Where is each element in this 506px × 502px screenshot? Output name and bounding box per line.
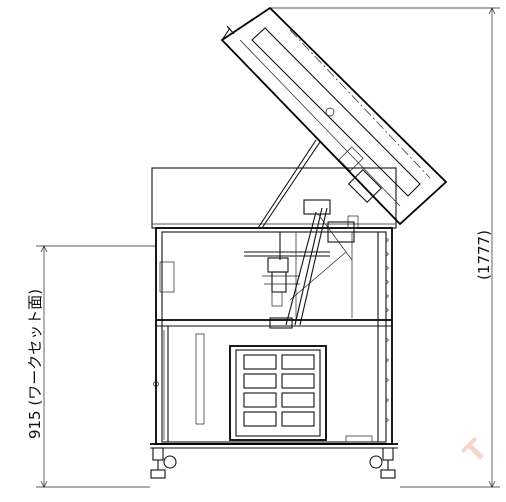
overall-height-dimension-label: (1777) bbox=[475, 230, 493, 280]
main-frame bbox=[150, 227, 398, 449]
upper-enclosure bbox=[151, 167, 397, 229]
watermark-text: T bbox=[457, 433, 494, 470]
leveling-feet bbox=[150, 447, 396, 479]
center-mechanism bbox=[244, 232, 330, 329]
work-height-dimension-label: 915 (ワークセット面) bbox=[26, 289, 44, 439]
dimension-lines bbox=[36, 7, 500, 488]
tilted-lid bbox=[220, 6, 448, 226]
hinge-arms bbox=[257, 139, 359, 326]
lower-door-panel bbox=[229, 345, 373, 443]
